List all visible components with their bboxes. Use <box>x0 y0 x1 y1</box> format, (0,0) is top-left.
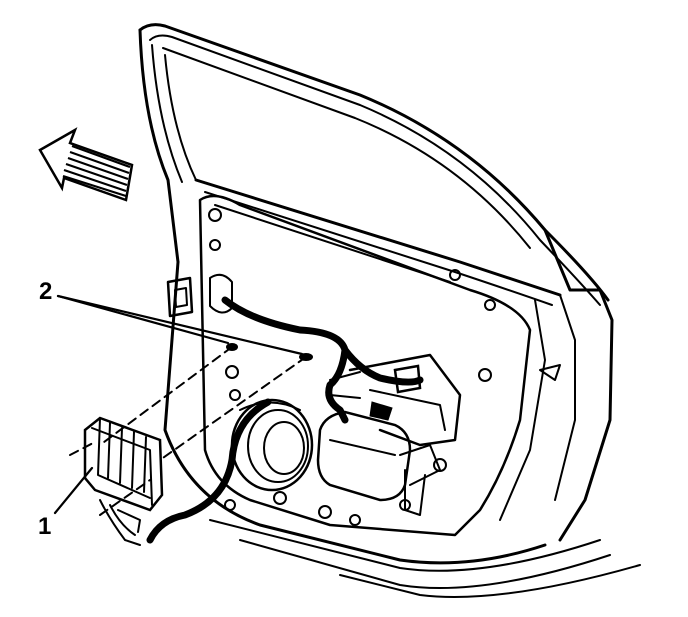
callout-1-label: 1 <box>38 513 52 540</box>
installation-lines <box>69 346 307 516</box>
window-motor <box>316 353 462 516</box>
direction-arrow-icon <box>38 127 134 202</box>
callout-2-label: 2 <box>39 278 53 305</box>
door-frame <box>138 23 641 598</box>
door-control-module <box>83 416 164 546</box>
wiring-harness <box>146 296 424 544</box>
speaker-opening <box>230 398 314 492</box>
leader-lines <box>53 294 304 515</box>
